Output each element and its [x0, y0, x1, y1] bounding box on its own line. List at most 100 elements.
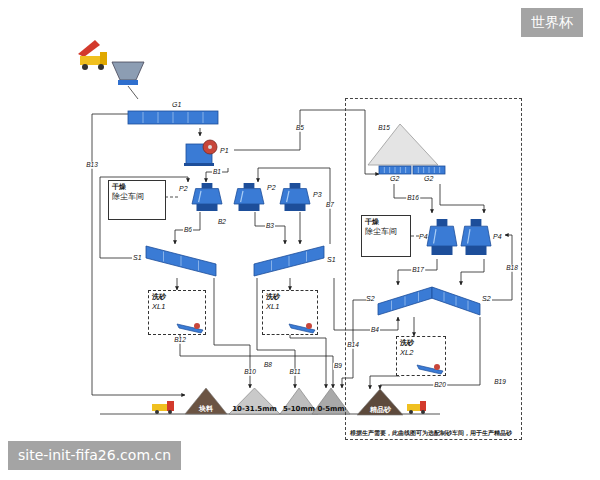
- conveyor-line: [177, 278, 178, 290]
- screen-rib: [444, 292, 445, 301]
- conveyor-code: B1: [212, 169, 222, 176]
- pile-label: 精品砂: [370, 407, 391, 414]
- cone-highlight: [468, 229, 470, 243]
- washer-trough: [177, 324, 203, 333]
- watermark: site-init-fifa26.com.cn: [8, 441, 181, 470]
- pile-shape: [185, 388, 227, 414]
- watermark: 世界杯: [521, 8, 583, 37]
- stockpile: 精品砂: [357, 389, 403, 415]
- cone-cap: [202, 183, 213, 189]
- cone-crusher: P2: [178, 182, 224, 212]
- cone-highlight: [241, 191, 243, 202]
- dump-truck-bed: [78, 40, 100, 57]
- box-text: 洗砂: [152, 293, 166, 302]
- equipment-code: S2: [366, 295, 375, 302]
- screen-rib: [468, 301, 469, 310]
- screen-rib: [405, 296, 406, 305]
- conveyor-line: [255, 212, 285, 244]
- conveyor-line: [200, 128, 201, 136]
- feeder-bar: [188, 112, 189, 123]
- box-text: 除尘车间: [112, 192, 144, 201]
- screen-rib: [418, 292, 419, 301]
- feeder-bar: [384, 167, 385, 173]
- conveyor-code: B6: [183, 227, 193, 234]
- vibrating-screen: S1: [132, 244, 218, 278]
- equipment-code: P1: [220, 147, 229, 154]
- feeder-bar: [423, 167, 424, 173]
- screen-rib: [391, 301, 392, 310]
- stockpile-cone: [368, 124, 438, 165]
- pile-shape: [357, 389, 403, 415]
- conveyor-line: [398, 259, 437, 285]
- screen-deck: [146, 246, 216, 276]
- conveyor-line: [166, 197, 178, 198]
- dust-room-box: 干燥除尘车间: [108, 180, 166, 220]
- note-text: 根据生产需要，此曲线图可为选配制砂车间，用于生产精品砂: [350, 429, 517, 437]
- screen-rib: [271, 261, 272, 271]
- vibrating-screen: S2: [366, 285, 432, 317]
- feeder-body: [379, 166, 411, 174]
- conveyor-line: [440, 184, 484, 213]
- sand-washer-box: 洗砂XL1: [148, 290, 206, 335]
- truck-cab: [167, 401, 174, 411]
- truck-wheel: [155, 410, 159, 414]
- truck-wheel: [421, 410, 425, 414]
- conveyor-line: [258, 168, 330, 244]
- cone-cap: [244, 183, 255, 189]
- conveyor-line: [100, 177, 188, 258]
- conveyor-line: [290, 278, 291, 290]
- screen-rib: [163, 252, 164, 262]
- truck-body: [152, 404, 168, 411]
- cone-body: [192, 189, 222, 204]
- dust-room-box: 干燥除尘车间: [361, 215, 411, 257]
- cone-crusher: P2: [234, 182, 282, 212]
- truck-wheel: [82, 64, 88, 70]
- feeder-bar: [143, 112, 144, 123]
- conveyor-code: B16: [406, 195, 420, 202]
- conveyor-code: B11: [288, 369, 301, 376]
- conveyor-code: B2: [217, 219, 227, 226]
- conveyor-code: B5: [295, 125, 305, 132]
- conveyor-line: [206, 168, 228, 182]
- vibrating-screen-icon: [132, 244, 218, 278]
- truck-wheel: [409, 410, 413, 414]
- feeder-bar: [400, 167, 401, 173]
- screen-deck: [254, 246, 324, 276]
- stockpile: 块料: [185, 388, 227, 414]
- equipment-code: P4: [419, 233, 428, 240]
- vibrating-screen-icon: [254, 244, 338, 278]
- washer-wheel: [306, 323, 312, 329]
- equipment-code: S1: [133, 254, 142, 261]
- box-text: XL1: [266, 302, 279, 311]
- equipment-code: S2: [482, 295, 491, 302]
- feeder-bar: [395, 167, 396, 173]
- vibrating-screen: S1: [254, 244, 338, 278]
- screen-deck: [432, 287, 480, 315]
- box-text: 洗砂: [400, 339, 414, 348]
- cone-body: [427, 226, 457, 246]
- pile-label: 10-31.5mm: [232, 406, 277, 413]
- flywheel-hub: [208, 145, 212, 149]
- pile-shape: [280, 388, 318, 414]
- vibrating-screen-icon: [366, 285, 432, 317]
- equipment-code: P2: [267, 184, 276, 191]
- stockpile: 5-10mm: [280, 388, 318, 414]
- pile-label: 块料: [199, 406, 213, 413]
- cone-cap: [437, 219, 448, 226]
- hopper-base: [118, 80, 138, 85]
- conveyor-line: [234, 110, 379, 174]
- feed-line: [128, 86, 138, 99]
- screen-rib: [306, 252, 307, 262]
- jaw-crusher: P1: [182, 136, 234, 168]
- conveyor-code: B20: [433, 382, 447, 389]
- equipment-code: P4: [493, 233, 502, 240]
- truck-wheel: [168, 410, 172, 414]
- screen-rib: [181, 256, 182, 266]
- feeder-bar: [439, 167, 440, 173]
- feeder-body: [128, 111, 218, 124]
- truck-wheel: [98, 64, 104, 70]
- truck-body: [407, 404, 421, 411]
- cone-crusher: P4: [419, 213, 457, 259]
- conveyor-line: [290, 335, 326, 388]
